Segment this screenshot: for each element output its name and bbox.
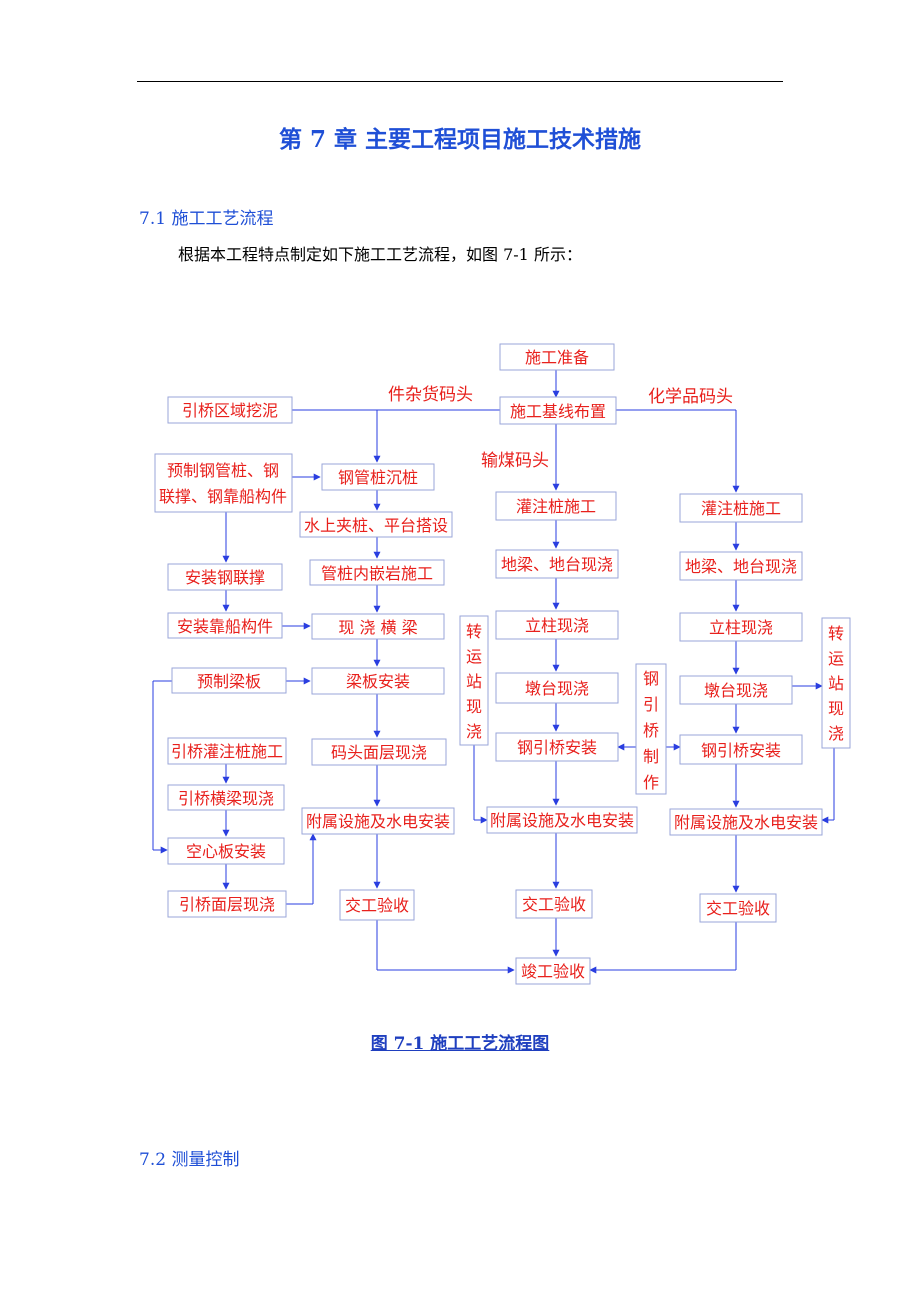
svg-text:联撑、钢靠船构件: 联撑、钢靠船构件 [159, 487, 287, 506]
svg-text:引桥灌注桩施工: 引桥灌注桩施工 [171, 742, 283, 761]
svg-text:墩台现浇: 墩台现浇 [704, 681, 768, 700]
box-aux-install-3: 附属设施及水电安装 [669, 808, 823, 836]
box-steel-bridge-fabrication: 钢 引 桥 制 作 [635, 663, 667, 795]
box-prefab-slab: 预制梁板 [171, 667, 287, 694]
figure-caption: 图 7-1 施工工艺流程图 [370, 1034, 550, 1054]
section-heading-7-2: 7.2 测量控制 [139, 1150, 240, 1170]
box-prep: 施工准备 [499, 343, 615, 371]
svg-text:施工准备: 施工准备 [525, 348, 589, 367]
box-pier-3: 墩台现浇 [679, 675, 793, 705]
svg-text:钢引桥安装: 钢引桥安装 [701, 741, 781, 760]
box-slab-install: 梁板安装 [311, 667, 445, 695]
svg-text:站: 站 [466, 672, 482, 691]
svg-text:转: 转 [466, 622, 482, 641]
box-bored-pile-2: 灌注桩施工 [495, 491, 617, 521]
box-bored-pile-3: 灌注桩施工 [679, 493, 803, 523]
box-column-3: 立柱现浇 [679, 612, 803, 642]
svg-text:引: 引 [643, 695, 659, 714]
chapter-title: 第 7 章 主要工程项目施工技术措施 [278, 126, 642, 153]
box-column-2: 立柱现浇 [495, 610, 619, 640]
svg-text:引桥横梁现浇: 引桥横梁现浇 [178, 789, 274, 808]
svg-text:浇: 浇 [828, 724, 844, 743]
box-bridge-bored: 引桥灌注桩施工 [167, 737, 287, 765]
svg-text:钢管桩沉桩: 钢管桩沉桩 [338, 468, 418, 487]
box-handover-1: 交工验收 [339, 889, 415, 921]
svg-text:码头面层现浇: 码头面层现浇 [331, 743, 427, 762]
svg-text:空心板安装: 空心板安装 [186, 842, 266, 861]
svg-text:引桥区域挖泥: 引桥区域挖泥 [182, 401, 278, 420]
box-baseline: 施工基线布置 [499, 396, 617, 425]
svg-text:转: 转 [828, 624, 844, 643]
intro-paragraph: 根据本工程特点制定如下施工工艺流程，如图 7-1 所示： [178, 245, 582, 264]
box-steel-bridge-2: 钢引桥安装 [495, 732, 619, 762]
svg-text:立柱现浇: 立柱现浇 [709, 618, 773, 637]
svg-text:浇: 浇 [466, 722, 482, 741]
svg-text:灌注桩施工: 灌注桩施工 [516, 497, 596, 516]
svg-text:梁板安装: 梁板安装 [346, 672, 410, 691]
box-bridge-surface: 引桥面层现浇 [167, 890, 287, 918]
box-clamp-platform: 水上夹桩、平台搭设 [299, 511, 453, 538]
box-bridge-crossbeam: 引桥横梁现浇 [167, 784, 285, 811]
svg-text:交工验收: 交工验收 [522, 895, 586, 914]
svg-text:作: 作 [643, 773, 659, 792]
svg-text:预制梁板: 预制梁板 [197, 672, 261, 691]
svg-text:运: 运 [828, 649, 844, 668]
svg-text:附属设施及水电安装: 附属设施及水电安装 [306, 812, 450, 831]
box-aux-install-1: 附属设施及水电安装 [301, 807, 455, 835]
svg-text:制: 制 [643, 747, 659, 766]
svg-text:灌注桩施工: 灌注桩施工 [701, 499, 781, 518]
svg-text:现: 现 [828, 699, 844, 718]
box-handover-2: 交工验收 [515, 889, 593, 919]
svg-text:引桥面层现浇: 引桥面层现浇 [179, 895, 275, 914]
svg-text:附属设施及水电安装: 附属设施及水电安装 [490, 811, 634, 830]
svg-text:施工基线布置: 施工基线布置 [510, 402, 606, 421]
box-aux-install-2: 附属设施及水电安装 [486, 806, 638, 834]
svg-text:墩台现浇: 墩台现浇 [525, 679, 589, 698]
flow-connectors [152, 370, 835, 974]
box-pile-sink: 钢管桩沉桩 [321, 463, 435, 491]
box-cast-beam: 现 浇 横 梁 [311, 613, 445, 640]
box-prefab-components: 预制钢管桩、钢 联撑、钢靠船构件 [154, 453, 293, 513]
box-pier-2: 墩台现浇 [495, 672, 619, 704]
svg-text:现: 现 [466, 697, 482, 716]
svg-text:运: 运 [466, 647, 482, 666]
svg-text:地梁、地台现浇: 地梁、地台现浇 [501, 555, 613, 574]
box-transfer-station-b: 转 运 站 现 浇 [821, 617, 851, 749]
svg-text:管桩内嵌岩施工: 管桩内嵌岩施工 [321, 564, 433, 583]
svg-text:安装钢联撑: 安装钢联撑 [185, 568, 265, 587]
label-misc-wharf: 件杂货码头 [388, 385, 473, 405]
svg-text:钢引桥安装: 钢引桥安装 [517, 738, 597, 757]
box-rock-socket: 管桩内嵌岩施工 [309, 559, 445, 586]
svg-text:预制钢管桩、钢: 预制钢管桩、钢 [167, 461, 279, 480]
header-rule [137, 81, 783, 82]
box-ground-beam-3: 地梁、地台现浇 [679, 551, 803, 581]
svg-text:附属设施及水电安装: 附属设施及水电安装 [674, 813, 818, 832]
box-bridge-dredge: 引桥区域挖泥 [167, 396, 293, 424]
svg-text:水上夹桩、平台搭设: 水上夹桩、平台搭设 [304, 516, 448, 535]
section-heading-7-1: 7.1 施工工艺流程 [139, 209, 274, 229]
label-coal-wharf: 输煤码头 [481, 451, 549, 471]
label-chem-wharf: 化学品码头 [648, 387, 733, 407]
svg-text:地梁、地台现浇: 地梁、地台现浇 [685, 557, 797, 576]
box-install-berth: 安装靠船构件 [167, 612, 283, 639]
box-install-brace: 安装钢联撑 [167, 563, 283, 591]
box-handover-3: 交工验收 [699, 893, 777, 923]
box-steel-bridge-3: 钢引桥安装 [679, 734, 803, 765]
svg-text:桥: 桥 [643, 721, 659, 740]
box-transfer-station-a: 转 运 站 现 浇 [459, 615, 489, 746]
svg-text:钢: 钢 [643, 669, 659, 688]
svg-text:交工验收: 交工验收 [706, 899, 770, 918]
box-deck-surface: 码头面层现浇 [311, 738, 447, 766]
svg-text:安装靠船构件: 安装靠船构件 [177, 617, 273, 636]
svg-text:交工验收: 交工验收 [345, 896, 409, 915]
svg-text:立柱现浇: 立柱现浇 [525, 616, 589, 635]
box-final-acceptance: 竣工验收 [515, 957, 591, 985]
box-ground-beam-2: 地梁、地台现浇 [495, 549, 619, 579]
svg-text:站: 站 [828, 674, 844, 693]
svg-text:现 浇 横 梁: 现 浇 横 梁 [338, 618, 417, 637]
box-hollow-slab: 空心板安装 [167, 837, 285, 865]
svg-text:竣工验收: 竣工验收 [521, 962, 585, 981]
